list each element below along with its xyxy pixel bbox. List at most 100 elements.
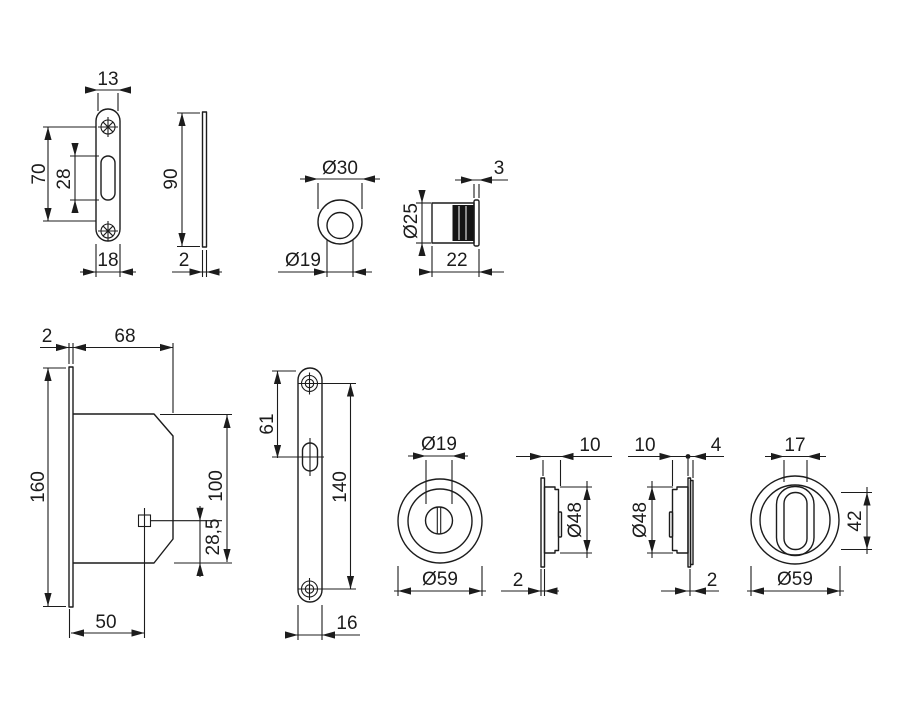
strike-plate-side-outline [201, 111, 208, 248]
strike-plate-front-view: 13 70 28 18 [29, 69, 136, 277]
lock-faceplate-edge [68, 366, 74, 608]
dimension-slot-height: 28 [54, 143, 99, 213]
dim-label: 28,5 [203, 519, 224, 556]
dimension-thickness: 2 [172, 250, 222, 277]
dimension-inner-diameter: Ø19 [278, 240, 372, 277]
dimension-depth-and-stack: 10 4 [628, 435, 724, 486]
dimension-plate-thickness: 2 [661, 569, 719, 596]
rosette-ring-circle [759, 484, 831, 556]
dim-label: 17 [784, 435, 805, 456]
cylinder-side-view: Ø25 3 22 [401, 158, 508, 277]
dimension-width: 16 [285, 605, 360, 640]
dimension-backset: 50 [68, 609, 145, 638]
dimension-depth: 10 [516, 435, 612, 486]
dimension-plate-thickness: 2 [501, 569, 559, 596]
dimension-thickness-and-width: 2 68 [40, 326, 174, 413]
ring-inner-circle [326, 211, 354, 240]
rosette-side-view-b: 10 4 Ø48 2 [628, 435, 724, 596]
dimension-diameter: Ø25 [401, 190, 431, 256]
dim-label: 10 [579, 435, 600, 456]
rosette-outer-circle [397, 478, 483, 564]
dim-label: 160 [28, 471, 49, 503]
screw-hole-icon [98, 117, 118, 137]
cover-plate-edge [689, 479, 694, 566]
dim-label: Ø19 [421, 434, 457, 455]
dim-label: Ø59 [777, 569, 813, 590]
dimension-top-to-slot: 61 [257, 370, 296, 458]
dim-label: Ø19 [285, 250, 321, 271]
dim-label: 2 [42, 326, 53, 347]
rosette-side-view-a: 10 Ø48 2 [501, 435, 612, 596]
dim-label: 4 [711, 435, 722, 456]
dim-label: 2 [179, 250, 190, 271]
dim-label: 10 [634, 435, 655, 456]
dim-label: 13 [97, 69, 118, 90]
dimension-diameter: Ø59 [747, 566, 844, 596]
rosette-hole [424, 506, 454, 535]
dim-label: 2 [513, 570, 524, 591]
guide-ring-front-view: Ø30 Ø19 [278, 158, 380, 277]
dim-label: 16 [336, 613, 357, 634]
faceplate-outline [297, 367, 323, 603]
latch-slot [100, 155, 116, 201]
dim-label: 18 [97, 250, 118, 271]
cylinder-flange [473, 199, 480, 247]
dimension-hole-diameter: Ø19 [408, 434, 468, 504]
dimension-recess-width: 17 [765, 435, 826, 482]
strike-plate-side-view: 90 2 [161, 111, 222, 277]
dim-label: 140 [330, 471, 351, 503]
dim-label: Ø48 [630, 502, 651, 538]
dim-label: 3 [494, 158, 505, 179]
hub-bump [668, 511, 674, 538]
dim-label: 100 [206, 470, 227, 502]
dim-label: Ø48 [565, 502, 586, 538]
screw-hole-icon [298, 578, 321, 600]
dim-label: 90 [161, 168, 182, 189]
dimension-dot [685, 454, 691, 459]
dim-label: Ø25 [401, 203, 422, 239]
dimension-height: 90 [161, 112, 200, 248]
hub-bump [557, 511, 563, 538]
dim-label: 61 [257, 413, 278, 434]
dimension-plate-height: 160 [28, 367, 66, 608]
rosette-ring-circle [407, 488, 473, 554]
dimension-length: 22 [419, 246, 504, 277]
rosette-body-profile [671, 486, 689, 554]
dimension-diameter: Ø48 [630, 481, 673, 558]
dim-label: Ø59 [422, 569, 458, 590]
dimension-width-top: 13 [85, 69, 131, 111]
dimension-flange: 3 [455, 158, 508, 198]
dim-label: 68 [114, 326, 135, 347]
rosette-outer-circle [750, 475, 840, 565]
dimension-diameter: Ø48 [560, 481, 592, 558]
lock-case-body [73, 413, 174, 564]
turn-rosette-front-view: 17 42 Ø59 [747, 435, 872, 596]
dimension-recess-height: 42 [841, 487, 872, 554]
thumbturn-recess-inner [783, 491, 808, 551]
faceplate-front-view: 61 140 16 [257, 367, 360, 640]
dim-label: 2 [707, 570, 718, 591]
dimension-width-bottom: 18 [80, 244, 136, 277]
dimension-screw-distance: 140 [320, 382, 356, 590]
dim-label: 42 [845, 510, 866, 531]
dim-label: 22 [446, 250, 467, 271]
screw-hole-icon [98, 221, 118, 241]
dimension-outer-diameter: Ø30 [300, 158, 380, 209]
dim-label: 28 [54, 168, 75, 189]
dimension-body-height: 100 [160, 413, 232, 564]
rosette-body-profile [543, 486, 560, 554]
adjustment-slot [296, 438, 324, 476]
ring-outer-circle [317, 199, 363, 245]
screw-hole-icon [298, 372, 321, 395]
dim-label: 70 [29, 163, 50, 184]
dimension-spindle-offset: 28,5 [196, 506, 224, 577]
dimension-diameter: Ø59 [394, 566, 486, 596]
rosette-slot-front-view: Ø19 Ø59 [394, 434, 486, 596]
lock-case-side-view: 2 68 160 100 28,5 [28, 326, 232, 638]
thumbturn-recess-outer [775, 485, 815, 557]
dimension-height: 70 [29, 126, 96, 222]
cylinder-knurl [452, 205, 475, 241]
dim-label: Ø30 [322, 158, 358, 179]
